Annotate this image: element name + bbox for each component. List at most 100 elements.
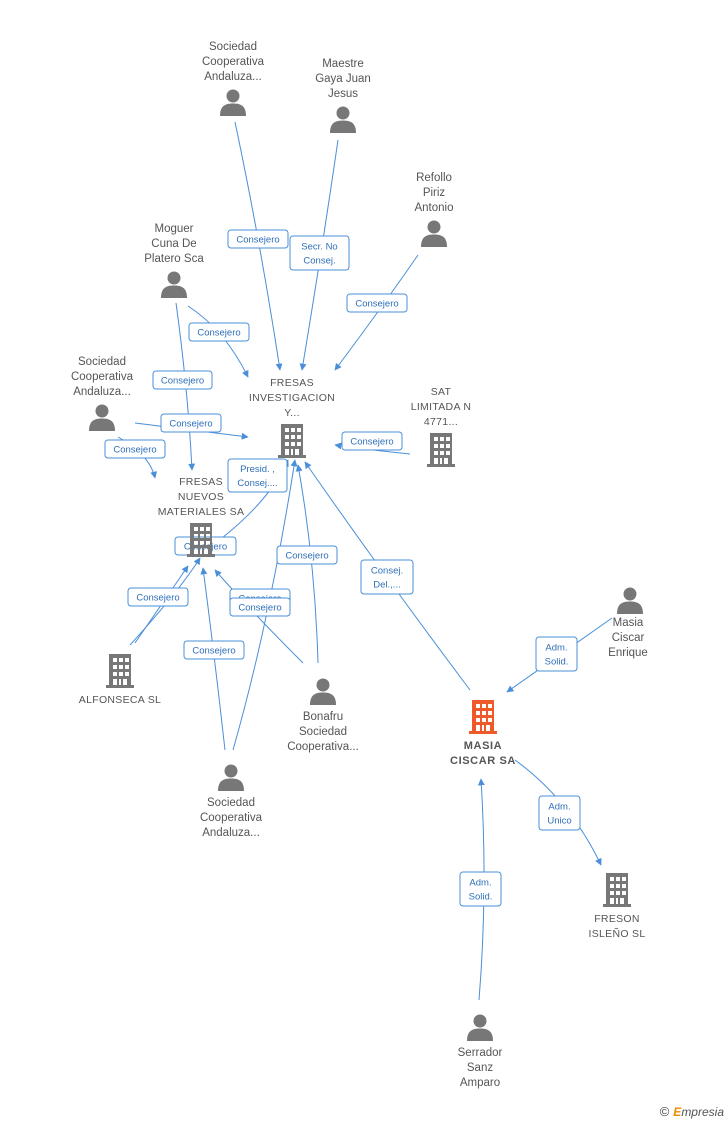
building-icon — [603, 873, 631, 907]
edge-label-box — [360, 559, 414, 595]
edge-label-box — [459, 871, 502, 907]
person-icon — [330, 106, 356, 133]
edge-label-text: Adm. — [545, 643, 567, 654]
node-label: Enrique — [608, 647, 648, 659]
edge-label-text: Consejero — [169, 419, 212, 430]
person-icon — [310, 678, 336, 705]
brand-logo-e: E — [673, 1105, 682, 1119]
edge-label-text: Consej. — [303, 256, 335, 267]
node-label: Cuna De — [151, 238, 196, 250]
edge-label-text: Adm. — [469, 878, 491, 889]
node-label: Sociedad — [207, 797, 255, 809]
node-label: Sociedad — [78, 356, 126, 368]
node-label: MASIA — [464, 740, 502, 752]
person-icon — [218, 764, 244, 791]
edge-label-e16[interactable]: Consejero — [229, 597, 291, 617]
node-sca1[interactable]: SociedadCooperativaAndaluza... — [202, 41, 265, 116]
node-label: Maestre — [322, 58, 364, 70]
edge-label-text: Unico — [547, 816, 571, 827]
edge-label-text: Consejero — [355, 299, 398, 310]
node-label: Bonafru — [303, 711, 343, 723]
node-label: Masia — [613, 617, 644, 629]
node-label: Cooperativa... — [287, 741, 359, 753]
node-alfonseca[interactable]: ALFONSECA SL — [79, 654, 161, 706]
node-bonafru[interactable]: BonafruSociedadCooperativa... — [287, 678, 359, 754]
node-label: FRESAS — [270, 377, 314, 389]
edge-label-e19[interactable]: Adm. Solid. — [459, 871, 502, 907]
node-label: Refollo — [416, 172, 452, 184]
node-label: ALFONSECA SL — [79, 694, 161, 706]
node-label: Moguer — [155, 223, 194, 235]
node-label: Amparo — [460, 1077, 500, 1089]
edge-label-e3[interactable]: Consejero — [346, 293, 408, 313]
node-label: FRESON — [594, 913, 640, 925]
edge-label-box — [104, 439, 166, 459]
edge-label-text: Consejero — [197, 328, 240, 339]
edge-label-e2[interactable]: Secr. No Consej. — [289, 235, 350, 271]
edge-label-box — [229, 597, 291, 617]
node-label: CISCAR SA — [450, 755, 516, 767]
node-sca3[interactable]: SociedadCooperativaAndaluza... — [200, 764, 263, 840]
node-label: Cooperativa — [202, 56, 265, 68]
building-icon — [278, 424, 306, 458]
edge-label-text: Consejero — [192, 646, 235, 657]
edge-label-box — [183, 640, 245, 660]
node-label: Andaluza... — [202, 827, 260, 839]
edge-label-text: Solid. — [469, 892, 493, 903]
edge-label-text: Presid. , — [240, 464, 275, 475]
node-label: INVESTIGACION — [249, 392, 335, 404]
person-icon — [421, 220, 447, 247]
edge-label-text: Consejero — [350, 437, 393, 448]
edge-label-e7[interactable]: Consejero — [104, 439, 166, 459]
node-label: Antonio — [414, 202, 453, 214]
node-label: MATERIALES SA — [158, 506, 245, 518]
node-label: SAT — [431, 386, 452, 398]
node-fresas_inv[interactable]: FRESASINVESTIGACIONY... — [249, 377, 335, 458]
edge-label-text: Secr. No — [301, 242, 337, 253]
node-label: Sociedad — [299, 726, 347, 738]
edge-label-e1[interactable]: Consejero — [227, 229, 289, 249]
edge-label-e17[interactable]: Adm.Solid. — [535, 636, 578, 672]
edge-label-e14[interactable]: Consejero — [127, 587, 189, 607]
edge-label-box — [152, 370, 213, 390]
node-label: Jesus — [328, 88, 358, 100]
node-sca2[interactable]: SociedadCooperativaAndaluza... — [71, 356, 134, 431]
node-label: Gaya Juan — [315, 73, 371, 85]
edge-label-text: Consej.... — [237, 478, 277, 489]
node-masia_ciscar[interactable]: MASIA CISCAR SA — [450, 700, 516, 767]
edge-label-text: Consejero — [238, 603, 281, 614]
node-label: Ciscar — [612, 632, 645, 644]
edge-label-e11[interactable]: Consejero — [276, 545, 338, 565]
node-label: LIMITADA N — [411, 401, 472, 413]
node-label: Serrador — [458, 1047, 503, 1059]
brand-watermark: ©Empresia — [660, 1104, 724, 1119]
node-freson[interactable]: FRESON ISLEÑO SL — [589, 873, 646, 940]
edge-label-e4[interactable]: Consejero — [188, 322, 250, 342]
edge-label-text: Consej. — [371, 566, 403, 577]
building-icon — [106, 654, 134, 688]
edge-label-e6[interactable]: Consejero — [160, 413, 222, 433]
edge-label-box — [160, 413, 222, 433]
node-label: NUEVOS — [178, 491, 224, 503]
edge-label-text: Consejero — [161, 376, 204, 387]
edge-label-e18[interactable]: Adm.Unico — [538, 795, 581, 831]
edge-label-e12[interactable]: Consej.Del.,... — [360, 559, 414, 595]
node-label: ISLEÑO SL — [589, 927, 646, 940]
edge-label-e15[interactable]: Consejero — [183, 640, 245, 660]
edge-label-e5[interactable]: Consejero — [152, 370, 213, 390]
person-icon — [617, 587, 643, 614]
node-label: Platero Sca — [144, 253, 204, 265]
edge-label-e8[interactable]: Consejero — [341, 431, 403, 451]
edge-label-box — [227, 458, 288, 493]
edge-label-e9[interactable]: Presid. , Consej.... — [227, 458, 288, 493]
person-icon — [467, 1014, 493, 1041]
edge-label-box — [276, 545, 338, 565]
